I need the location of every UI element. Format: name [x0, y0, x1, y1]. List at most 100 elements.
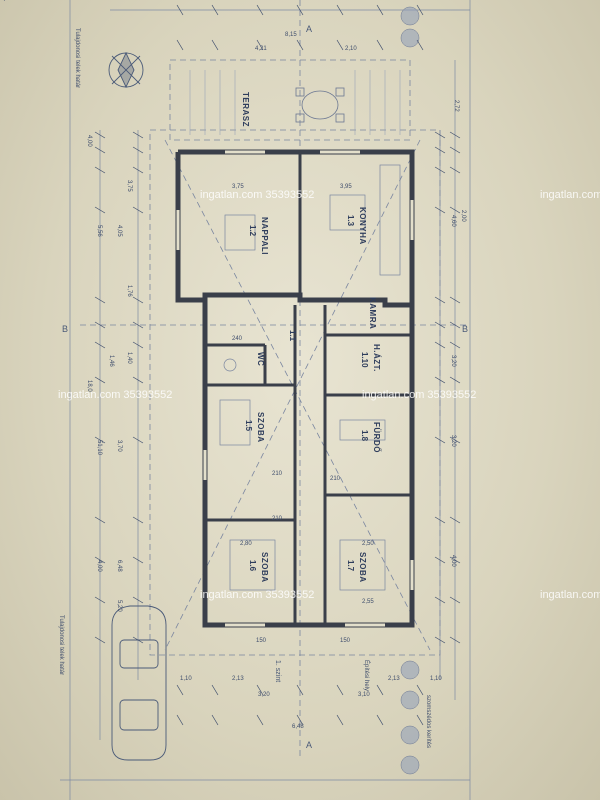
left_dims-label: 4,05 [116, 225, 122, 237]
left_dims-label: 1,40 [126, 352, 132, 364]
left_dims-label: 4,00 [86, 135, 92, 147]
north-compass-icon [108, 51, 144, 89]
watermark-text: ingatlan.com 35393552 [200, 589, 314, 601]
bottom_dims-label: 1,10 [430, 676, 442, 682]
room-eloszoba: 1.1 [288, 330, 297, 342]
room-terasz: TERASZ [241, 92, 250, 127]
room-name: WC [256, 352, 265, 366]
inner_dims-label: 210 [330, 476, 341, 482]
right_dims-label: 4,60 [450, 215, 456, 227]
inner_dims-label: 150 [340, 638, 351, 644]
inner_dims-label: 3,75 [232, 184, 244, 190]
left_dims-label: 18,0 [86, 380, 92, 392]
room-name: SZOBA [256, 412, 265, 443]
room-name: FÜRDŐ [372, 422, 381, 453]
side-label-building-area: Építési hely [363, 660, 370, 691]
bottom_dims-label: 2,13 [232, 676, 244, 682]
car-outline-icon [111, 605, 167, 761]
room-name: KONYHA [358, 207, 367, 245]
room-number: 1.1 [288, 330, 297, 342]
right_dims-label: 3,20 [450, 355, 456, 367]
watermark-text: ingatlan.com 35393552 [200, 189, 314, 201]
room-number: 1.3 [346, 215, 355, 227]
dimension-ticks [94, 4, 461, 726]
side-label-fence: szomszédos kerítés [425, 695, 431, 748]
top_dims-label: 8,15 [285, 32, 297, 38]
room-number: 1.5 [244, 420, 253, 432]
side-label-bottom-left: Tulajdonosi telek határ [58, 615, 64, 675]
room-name: NAPPALI [260, 217, 269, 255]
left_dims-label: 3,70 [116, 440, 122, 452]
room-name: TERASZ [241, 92, 250, 127]
inner_dims-label: 2,80 [240, 541, 252, 547]
room-number: 1.8 [360, 430, 369, 442]
right_dims-label: 3,20 [450, 435, 456, 447]
right_dims-label: 2,00 [460, 210, 466, 222]
section-mark-b: B [62, 324, 68, 334]
bottom_dims-label: 2,13 [388, 676, 400, 682]
interior-walls [205, 152, 412, 625]
terrace-table [295, 87, 345, 123]
bottom_dims-label: 6,48 [292, 724, 304, 730]
room-name: H.ÁZT. [372, 344, 381, 372]
window-marks [175, 149, 415, 628]
plot-diagonals [80, 0, 470, 760]
terrace-hatch [189, 70, 401, 135]
side-label-top-left: Tulajdonosi telek határ [74, 28, 80, 88]
section-mark-b-right: B [462, 324, 468, 334]
room-name: SZOBA [260, 552, 269, 583]
inner_dims-label: 210 [272, 471, 283, 477]
left_dims-label: 51,10 [96, 440, 102, 456]
bottom_dims-label: 3,20 [258, 692, 270, 698]
left_dims-label: 1,76 [126, 285, 132, 297]
room-number: 1.10 [360, 352, 369, 368]
top_dims-label: 2,30 [0, 0, 12, 2]
bottom_dims-label: 1,10 [180, 676, 192, 682]
room-name: KAMRA [368, 297, 377, 329]
right_dims-label: 4,00 [450, 555, 456, 567]
section-mark-a: A [306, 24, 312, 34]
inner_dims-label: 150 [256, 638, 267, 644]
room-kamra: KAMRA [368, 297, 377, 329]
left_dims-label: 5,56 [96, 225, 102, 237]
left_dims-label: 3,75 [126, 180, 132, 192]
left_dims-label: 6,48 [116, 560, 122, 572]
room-number: 1.2 [248, 225, 257, 237]
trees [400, 6, 420, 775]
room-number: 1.6 [248, 560, 257, 572]
left_dims-label: 4,00 [96, 560, 102, 572]
watermarks: ingatlan.com 35393552 ingatlan.com ingatla… [58, 189, 600, 601]
inner_dims-label: 2,50 [362, 541, 374, 547]
room-wc: WC [256, 352, 265, 366]
top_dims-label: 4,21 [255, 46, 267, 52]
windows [176, 150, 414, 627]
room-number: 1.7 [346, 560, 355, 572]
bottom_dims-label: 3,10 [358, 692, 370, 698]
room-name: SZOBA [358, 552, 367, 583]
top_dims-label: 2,30 [0, 0, 12, 2]
plan-level-label: 1. szint [274, 660, 281, 682]
inner_dims-label: 240 [232, 336, 243, 342]
right_dims-label: 2,72 [453, 100, 459, 112]
left_dims-label: 5,20 [116, 600, 122, 612]
inner_dims-label: 3,95 [340, 184, 352, 190]
top_dims-label: 1,93 [0, 0, 12, 2]
watermark-text: ingatlan.com [540, 189, 600, 201]
inner_dims-label: 210 [272, 516, 283, 522]
top_dims-label: 1,93 [0, 0, 12, 2]
dimension-labels: 1,932,302,301,934,212,108,154,003,754,05… [0, 0, 466, 730]
watermark-text: ingatlan.com [540, 589, 600, 601]
watermark-text: ingatlan.com 35393552 [362, 389, 476, 401]
inner_dims-label: 2,55 [362, 599, 374, 605]
watermark-text: ingatlan.com 35393552 [58, 389, 172, 401]
